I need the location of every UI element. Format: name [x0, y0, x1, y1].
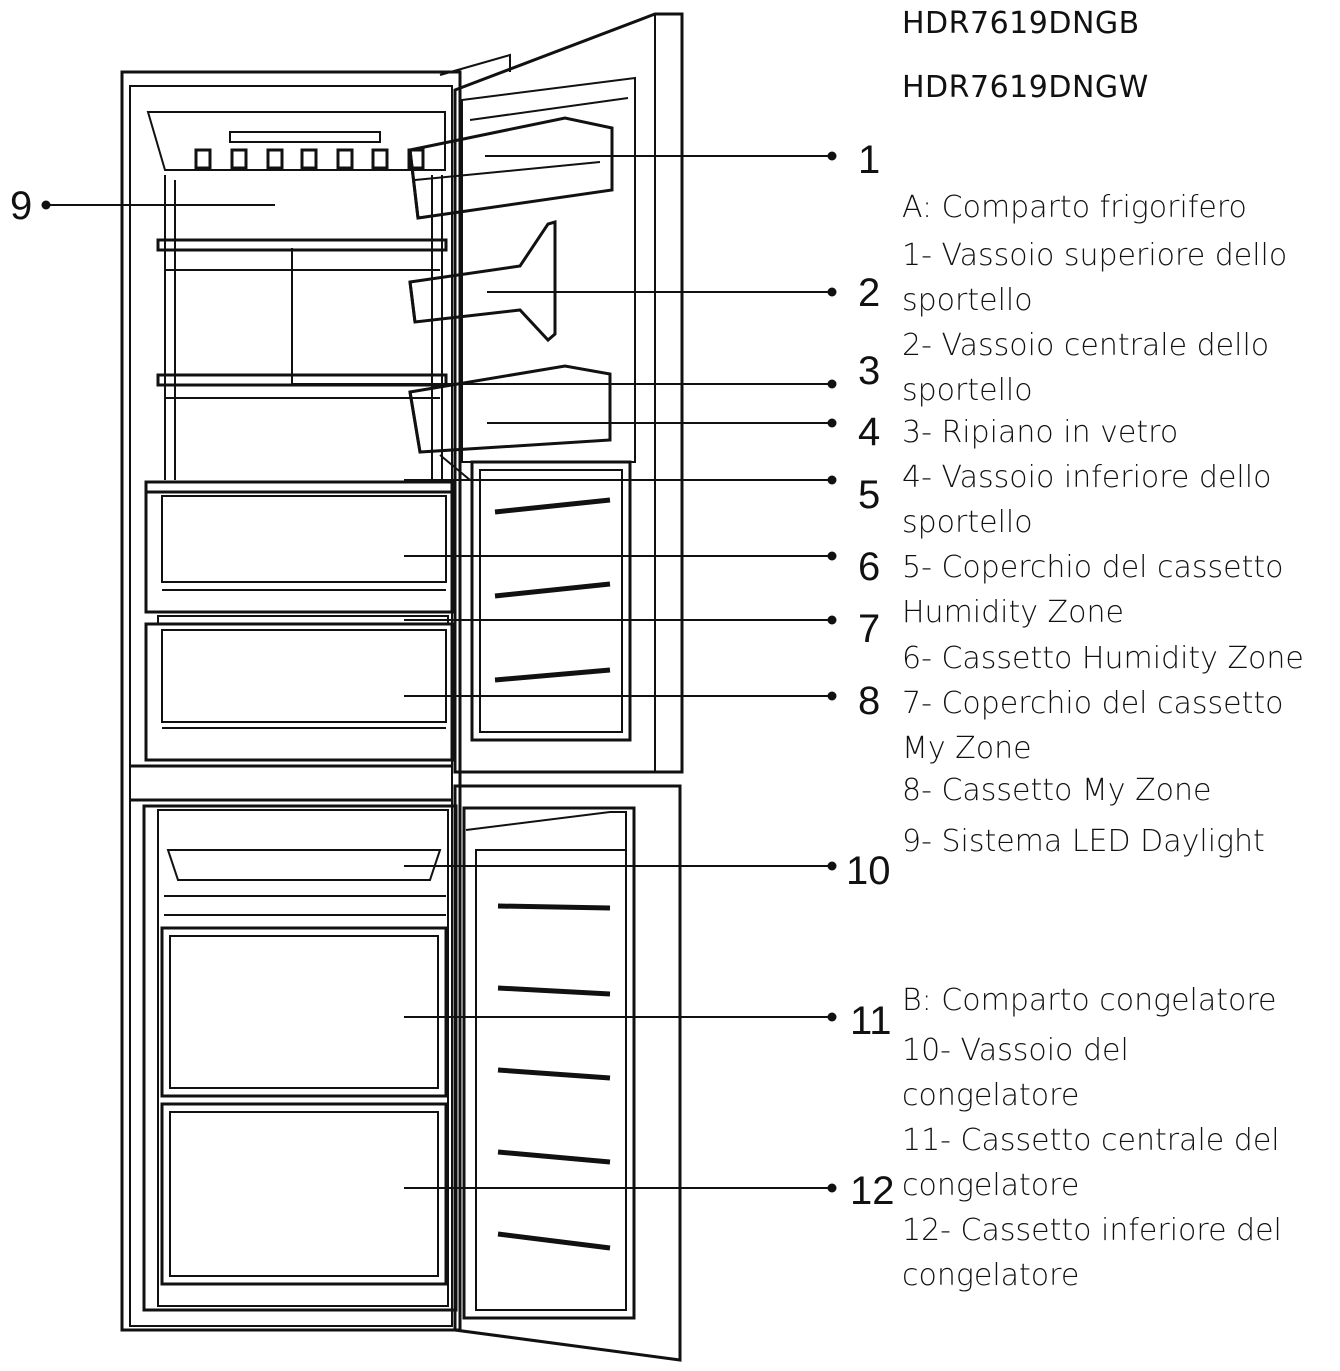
legend-item: sportello: [902, 505, 1033, 540]
freezer-tray: [164, 849, 446, 916]
model-code-white: HDR7619DNGW: [902, 70, 1149, 105]
legend-item: 8- Cassetto My Zone: [902, 773, 1212, 808]
callout-10: 10: [846, 849, 891, 893]
model-code-black: HDR7619DNGB: [902, 6, 1140, 41]
legend-section-a-title: A: Comparto frigorifero: [902, 190, 1247, 225]
fridge-cabinet: [120, 70, 462, 1332]
leader-dots: [41, 151, 837, 1193]
callout-11: 11: [850, 999, 892, 1043]
freezer-door: [453, 784, 682, 1362]
legend-item: 4- Vassoio inferiore dello: [902, 460, 1272, 495]
legend-item: sportello: [902, 373, 1033, 408]
legend-item: 9- Sistema LED Daylight: [902, 824, 1265, 859]
callout-9: 9: [10, 184, 32, 228]
legend-section-b-title: B: Comparto congelatore: [902, 983, 1277, 1018]
callout-1: 1: [858, 138, 880, 182]
leader-lines: [46, 155, 830, 1189]
legend-item: 5- Coperchio del cassetto: [902, 550, 1284, 585]
legend-item: congelatore: [902, 1258, 1080, 1293]
legend-item: sportello: [902, 283, 1033, 318]
legend-item: 1- Vassoio superiore dello: [902, 238, 1288, 273]
legend-item: My Zone: [902, 731, 1032, 766]
humidity-zone-drawer: [144, 490, 454, 614]
door-tray-upper: [408, 116, 614, 220]
door-tray-middle: [408, 220, 557, 343]
legend-item: 3- Ripiano in vetro: [902, 415, 1179, 450]
callout-5: 5: [858, 473, 880, 517]
callout-3: 3: [858, 349, 880, 393]
glass-shelf-upper: [156, 238, 448, 271]
legend-item: Humidity Zone: [902, 595, 1124, 630]
callout-12: 12: [850, 1169, 895, 1213]
legend-item: 10- Vassoio del: [902, 1033, 1129, 1068]
callout-2: 2: [858, 271, 880, 315]
legend-item: 6- Cassetto Humidity Zone: [902, 641, 1304, 676]
door-tray-lower: [408, 364, 612, 481]
legend-item: 11- Cassetto centrale del: [902, 1123, 1280, 1158]
legend-item: congelatore: [902, 1168, 1080, 1203]
callout-7: 7: [858, 607, 880, 651]
callout-4: 4: [858, 410, 880, 454]
legend-item: 2- Vassoio centrale dello: [902, 328, 1270, 363]
legend-item: 12- Cassetto inferiore del: [902, 1213, 1282, 1248]
legend-item: 7- Coperchio del cassetto: [902, 686, 1284, 721]
freezer-bottom-drawer: [160, 1102, 448, 1286]
fridge-door: [408, 12, 684, 774]
legend-item: congelatore: [902, 1078, 1080, 1113]
callout-6: 6: [858, 545, 880, 589]
my-zone-drawer: [144, 622, 454, 762]
led-lights: [194, 148, 425, 170]
callout-8: 8: [858, 679, 880, 723]
glass-shelf-lower: [156, 373, 448, 399]
freezer-middle-drawer: [160, 926, 448, 1098]
